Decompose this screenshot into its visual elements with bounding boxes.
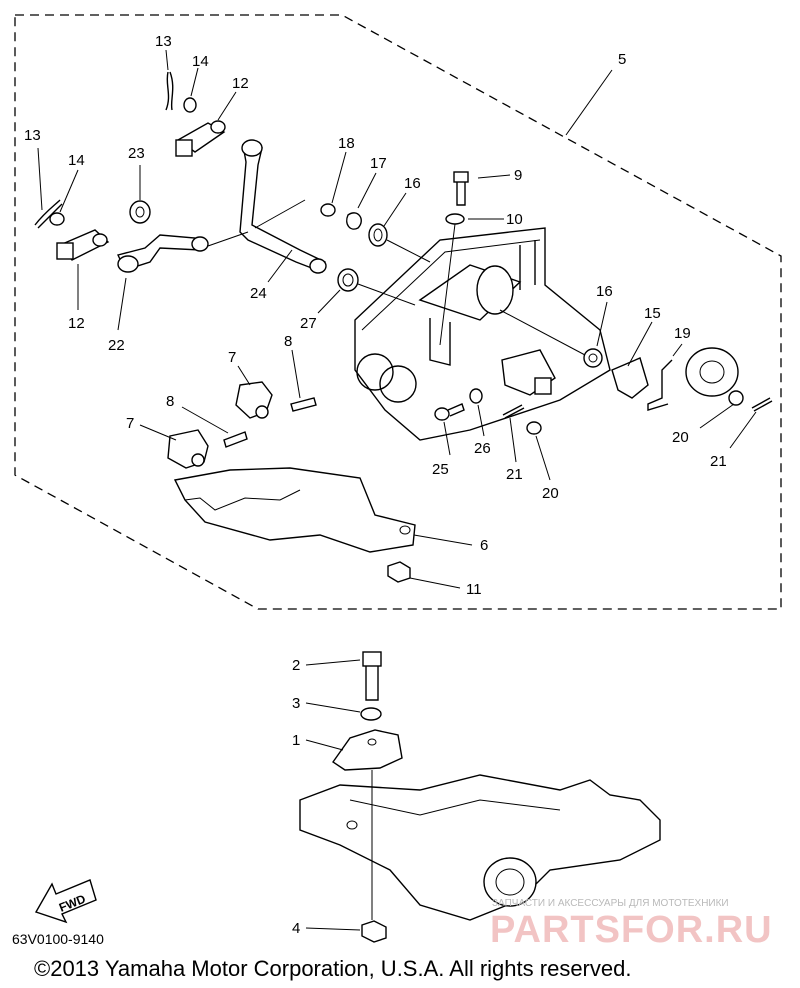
callout-7-lower: 7 [126, 415, 134, 432]
nut-11 [387, 561, 411, 583]
pin-8-upper [290, 397, 317, 412]
callout-7-upper: 7 [228, 349, 236, 366]
callout-21-left: 21 [506, 466, 523, 483]
callout-4: 4 [292, 920, 300, 937]
assembly-boundary [14, 14, 782, 610]
callout-13-upper: 13 [155, 33, 172, 50]
callout-12-upper: 12 [232, 75, 249, 92]
callout-10: 10 [506, 211, 523, 228]
pin-13-upper [165, 71, 174, 111]
washer-18 [320, 203, 336, 217]
callout-8-upper: 8 [284, 333, 292, 350]
callout-21-right: 21 [710, 453, 727, 470]
callout-19: 19 [674, 325, 691, 342]
callout-26: 26 [474, 440, 491, 457]
shift-cam-assembly [685, 347, 739, 397]
callout-15: 15 [644, 305, 661, 322]
arm-15 [611, 357, 649, 399]
callout-23: 23 [128, 145, 145, 162]
pin-21-left [502, 404, 525, 419]
callout-14-upper: 14 [192, 53, 209, 70]
bracket-1 [332, 729, 403, 771]
bushing-16-lower [499, 309, 603, 368]
callout-20-left: 20 [542, 485, 559, 502]
watermark: ЗАПЧАСТИ И АКСЕССУАРЫ ДЛЯ МОТОТЕХНИКИ PA… [490, 898, 773, 951]
callout-16-lower: 16 [596, 283, 613, 300]
bushing-16-upper [368, 223, 431, 263]
pin-13-lower [34, 199, 63, 229]
joint-12-lower [56, 229, 110, 261]
callout-8-lower: 8 [166, 393, 174, 410]
joint-12-upper [175, 120, 226, 157]
bushing-27 [337, 268, 416, 306]
bolt-9 [453, 171, 469, 206]
washer-14-upper [183, 97, 197, 113]
bracket-housing-lower [299, 774, 661, 921]
nut-4 [361, 920, 387, 943]
callout-22: 22 [108, 337, 125, 354]
copyright-notice: ©2013 Yamaha Motor Corporation, U.S.A. A… [34, 956, 631, 981]
pin-8-lower [223, 431, 248, 448]
callout-6: 6 [480, 537, 488, 554]
plate-6 [173, 467, 416, 553]
bushing-23 [129, 200, 151, 224]
callout-14-lower: 14 [68, 152, 85, 169]
clip-17 [346, 212, 362, 230]
clamp-7-upper [235, 381, 273, 419]
leader-lines [37, 49, 757, 931]
callout-27: 27 [300, 315, 317, 332]
callout-16-upper: 16 [404, 175, 421, 192]
clamp-7-lower [167, 429, 209, 469]
bolt-25 [434, 403, 465, 421]
callout-24: 24 [250, 285, 267, 302]
callout-3: 3 [292, 695, 300, 712]
main-bracket-housing [354, 227, 611, 441]
diagram-code: 63V0100-9140 [12, 931, 104, 947]
pin-21-right [751, 397, 773, 412]
washer-20-right [728, 390, 744, 406]
callout-9: 9 [514, 167, 522, 184]
washer-3 [360, 707, 382, 721]
callout-17: 17 [370, 155, 387, 172]
callout-11: 11 [466, 581, 482, 598]
callout-5: 5 [618, 51, 626, 68]
link-rod-22 [117, 231, 249, 273]
washer-26 [469, 388, 483, 404]
callout-25: 25 [432, 461, 449, 478]
callout-13-lower: 13 [24, 127, 41, 144]
washer-10 [445, 213, 465, 225]
rod-19 [647, 359, 673, 411]
bolt-2 [362, 651, 382, 701]
washer-14-lower [49, 212, 65, 226]
callout-12-lower: 12 [68, 315, 85, 332]
callout-18: 18 [338, 135, 355, 152]
washer-20-left [526, 421, 542, 435]
callout-labels: 13 14 12 13 14 23 18 17 16 9 10 5 12 22 … [24, 33, 727, 937]
callout-20-right: 20 [672, 429, 689, 446]
shift-lever-24 [239, 139, 327, 274]
callout-1: 1 [292, 732, 300, 749]
watermark-brand: PARTSFOR.RU [490, 909, 773, 951]
shift-rod-assembly [501, 349, 556, 396]
callout-2: 2 [292, 657, 300, 674]
fwd-arrow: FWD [34, 879, 97, 924]
watermark-tagline: ЗАПЧАСТИ И АКСЕССУАРЫ ДЛЯ МОТОТЕХНИКИ [492, 898, 729, 909]
